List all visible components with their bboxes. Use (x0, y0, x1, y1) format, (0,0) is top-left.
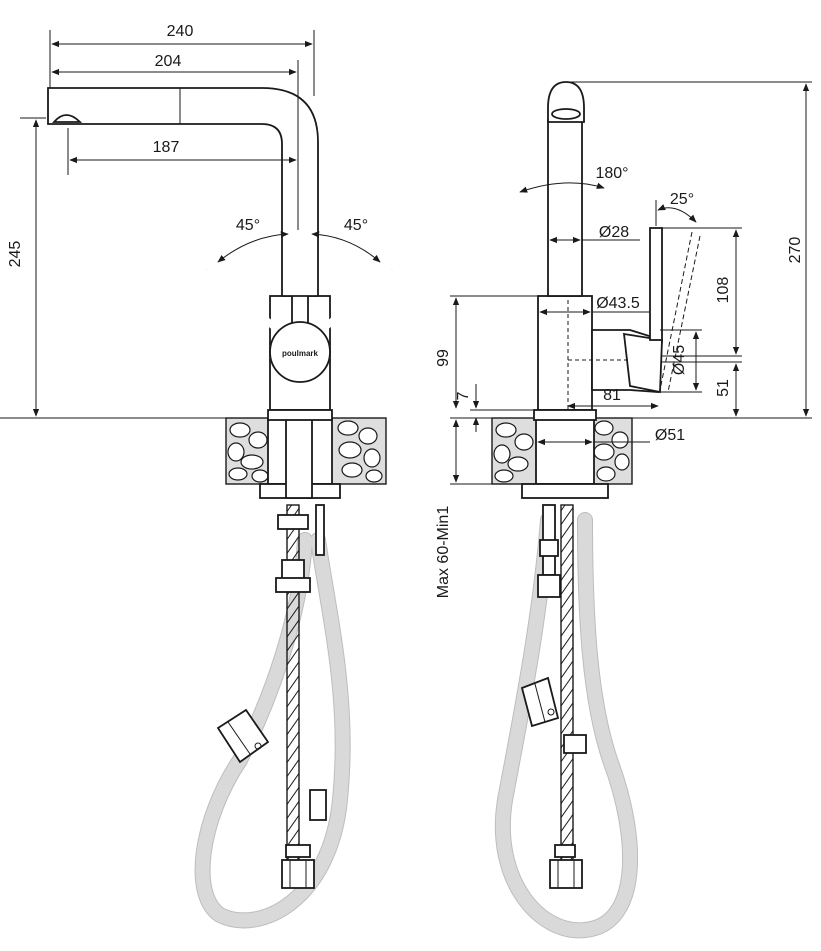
dim-base-ring: 7 (455, 391, 472, 400)
dim-lever-angle: 25° (670, 191, 694, 208)
dim-diam-spout: Ø28 (599, 224, 629, 241)
dim-lever-height: 108 (715, 277, 732, 304)
front-faucet-body: poulmark (47, 87, 395, 421)
dim-angle-left: 45° (236, 217, 260, 234)
dim-reach: 187 (153, 139, 180, 156)
dim-width-total: 240 (167, 23, 194, 40)
hose-weight (216, 708, 270, 764)
dim-height-total: 270 (787, 237, 804, 264)
side-view: 180° 25° Ø28 Ø43.5 Ø45 Ø51 270 108 51 99… (435, 81, 812, 939)
side-dimensions: 180° 25° Ø28 Ø43.5 Ø45 Ø51 270 108 51 99… (435, 81, 812, 599)
dim-countertop: Max 60-Min1 (435, 506, 452, 599)
front-view: poulmark 240 204 187 245 45° 45° (0, 23, 395, 929)
dim-diam-handle: Ø45 (671, 345, 688, 375)
brand-logo: poulmark (282, 349, 319, 358)
dim-height: 245 (7, 241, 24, 268)
dim-handle-depth: 81 (603, 387, 621, 404)
front-hose (194, 532, 351, 929)
dim-angle-right: 45° (344, 217, 368, 234)
dim-body-height: 99 (435, 349, 452, 367)
side-hose (494, 512, 639, 939)
side-countertop (491, 417, 633, 499)
front-countertop (225, 417, 387, 499)
dim-rotation: 180° (595, 165, 628, 182)
front-supply-hose (275, 504, 327, 889)
dim-handle-offset: 51 (715, 379, 732, 397)
dim-diam-body: Ø43.5 (596, 295, 640, 312)
dim-width-spout: 204 (155, 53, 182, 70)
dim-diam-base: Ø51 (655, 427, 685, 444)
side-hose-weight (520, 676, 560, 728)
side-faucet-body (533, 81, 701, 421)
front-dimensions: 240 204 187 245 45° 45° (0, 23, 381, 419)
side-supply-hose (537, 504, 587, 889)
